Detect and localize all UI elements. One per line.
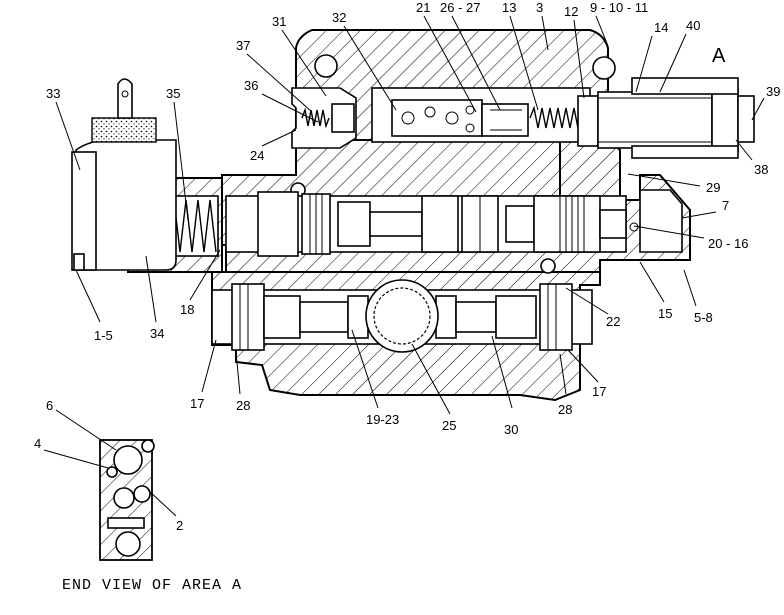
- callout-15: 15: [658, 306, 672, 321]
- callout-40: 40: [686, 18, 700, 33]
- area-marker-a: A: [712, 45, 726, 67]
- callout-39: 39: [766, 84, 780, 99]
- lower-bore: [211, 279, 593, 353]
- callout-25: 25: [442, 418, 456, 433]
- small-relief-valve: [291, 87, 357, 149]
- callout-4: 4: [34, 436, 41, 451]
- callout-33: 33: [46, 86, 60, 101]
- callout-13: 13: [502, 0, 516, 15]
- callout-9-10-11: 9 - 10 - 11: [590, 0, 648, 15]
- callout-32: 32: [332, 10, 346, 25]
- callout-38: 38: [754, 162, 768, 177]
- upper-bore: [371, 87, 599, 147]
- mount-hole-left: [314, 54, 338, 78]
- end-view-area-a: [99, 439, 155, 561]
- callout-1-5: 1-5: [94, 328, 113, 343]
- callout-labels: 33 35 37 31 32 36 24 21 26 - 27 13 3 12 …: [34, 0, 780, 594]
- callout-3: 3: [536, 0, 543, 15]
- callout-31: 31: [272, 14, 286, 29]
- mount-hole-right: [592, 56, 616, 80]
- callout-22: 22: [606, 314, 620, 329]
- check-valve: [481, 103, 529, 137]
- callout-34: 34: [150, 326, 164, 341]
- callout-37: 37: [236, 38, 250, 53]
- callout-17-left: 17: [190, 396, 204, 411]
- callout-2: 2: [176, 518, 183, 533]
- callout-17-right: 17: [592, 384, 606, 399]
- callout-29: 29: [706, 180, 720, 195]
- callout-20-16: 20 - 16: [708, 236, 748, 251]
- solenoid: [597, 77, 755, 159]
- left-actuator: [71, 78, 177, 271]
- callout-26-27: 26 - 27: [440, 0, 480, 15]
- callout-35: 35: [166, 86, 180, 101]
- callout-36: 36: [244, 78, 258, 93]
- callout-18: 18: [180, 302, 194, 317]
- pilot-spring: [529, 105, 583, 131]
- callout-14: 14: [654, 20, 668, 35]
- callout-28-right: 28: [558, 402, 572, 417]
- callout-12: 12: [564, 4, 578, 19]
- callout-6: 6: [46, 398, 53, 413]
- callout-28-left: 28: [236, 398, 250, 413]
- callout-24: 24: [250, 148, 264, 163]
- callout-19-23: 19-23: [366, 412, 399, 427]
- callout-30: 30: [504, 422, 518, 437]
- pilot-spool: [391, 99, 483, 137]
- end-view-caption: END VIEW OF AREA A: [62, 577, 242, 594]
- callout-5-8: 5-8: [694, 310, 713, 325]
- leader-lines: [43, 15, 765, 517]
- callout-21: 21: [416, 0, 430, 15]
- callout-7: 7: [722, 198, 729, 213]
- main-spool: [225, 189, 683, 257]
